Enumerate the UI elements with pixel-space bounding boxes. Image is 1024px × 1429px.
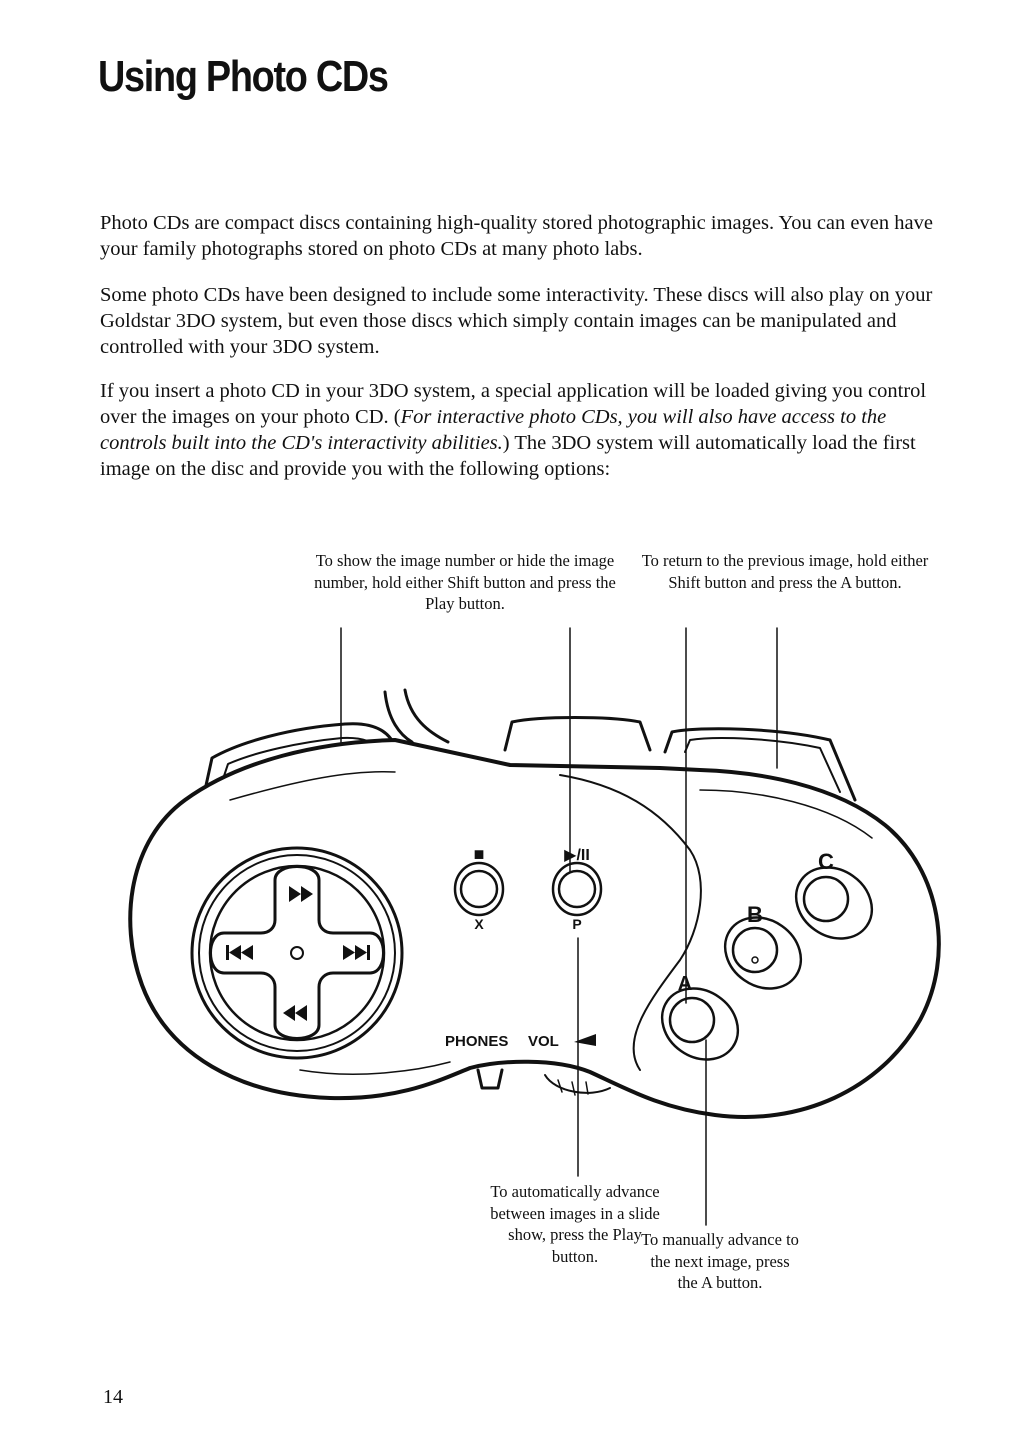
phones-label: PHONES [445, 1033, 508, 1050]
play-button [557, 869, 597, 909]
paragraph-intro: Photo CDs are compact discs containing h… [100, 212, 933, 260]
callout-next-image: To manually advance to the next image, p… [641, 1230, 799, 1292]
paragraph-options: If you insert a photo CD in your 3DO sys… [100, 378, 950, 482]
stop-label: ■ [474, 844, 485, 864]
p-label: P [572, 916, 581, 932]
controller-cable [383, 690, 414, 744]
center-clip [503, 716, 652, 752]
right-shift-button [663, 727, 857, 802]
skip-forward-icon [343, 945, 370, 960]
b-label: B [747, 902, 763, 927]
vol-label: VOL [528, 1033, 559, 1050]
paragraph-options-start: If you insert a photo CD in your 3DO sys… [100, 380, 927, 428]
controller-body [128, 738, 941, 1119]
p-button-ring [551, 861, 603, 917]
play-pause-label: ▶/II [564, 847, 590, 864]
c-label: C [818, 849, 834, 874]
x-label: X [474, 916, 484, 932]
c-button [802, 875, 850, 923]
page-title: Using Photo CDs [98, 52, 389, 101]
callout-show-image-number: To show the image number or hide the ima… [314, 551, 616, 613]
a-button-ring [660, 987, 740, 1061]
paragraph-options-italic: For interactive photo CDs, you will also… [100, 406, 887, 454]
dpad-center [290, 946, 304, 960]
paragraph-interactivity: Some photo CDs have been designed to inc… [100, 284, 933, 358]
paragraph-options-end: ) The 3DO system will automatically load… [100, 432, 916, 480]
page-number: 14 [103, 1386, 123, 1408]
a-label: A [678, 973, 692, 995]
b-button-ring [723, 916, 803, 990]
x-button-ring [453, 861, 505, 917]
b-button [731, 926, 779, 974]
dpad-well-inner [198, 854, 396, 1052]
volume-icon [574, 1034, 596, 1046]
x-button [459, 869, 499, 909]
callout-previous-image: To return to the previous image, hold ei… [641, 551, 929, 592]
callout-slide-show: To automatically advance between images … [490, 1182, 660, 1266]
c-button-ring [794, 866, 874, 940]
a-button [668, 996, 716, 1044]
dpad [209, 865, 385, 1040]
fast-forward-icon [289, 886, 313, 902]
skip-back-icon [226, 945, 253, 960]
dpad-well-outer [190, 846, 404, 1060]
rewind-icon [283, 1005, 307, 1021]
